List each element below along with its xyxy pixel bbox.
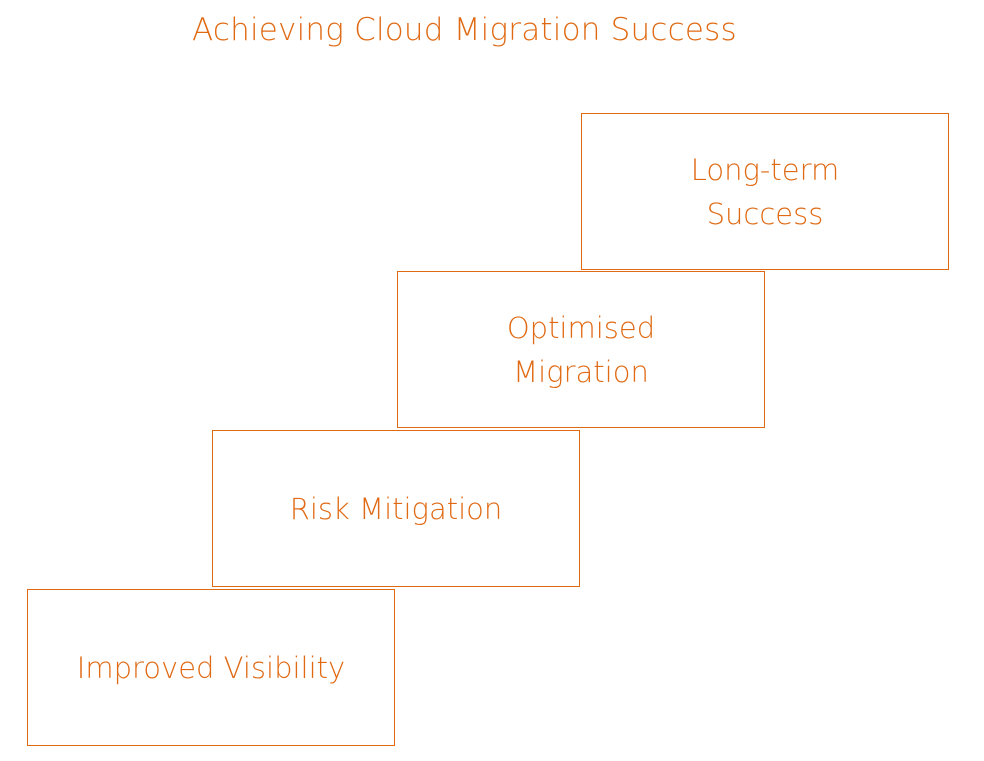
step-label: Improved Visibility (76, 650, 346, 685)
step-label: Risk Mitigation (289, 491, 503, 526)
step-long-term-success: Long-term Success (581, 113, 949, 270)
step-improved-visibility: Improved Visibility (27, 589, 395, 746)
step-risk-mitigation: Risk Mitigation (212, 430, 580, 587)
step-optimised-migration: Optimised Migration (397, 271, 765, 428)
diagram-title: Achieving Cloud Migration Success (192, 12, 737, 48)
step-label: Long-term Success (690, 152, 840, 231)
step-label: Optimised Migration (506, 310, 656, 389)
